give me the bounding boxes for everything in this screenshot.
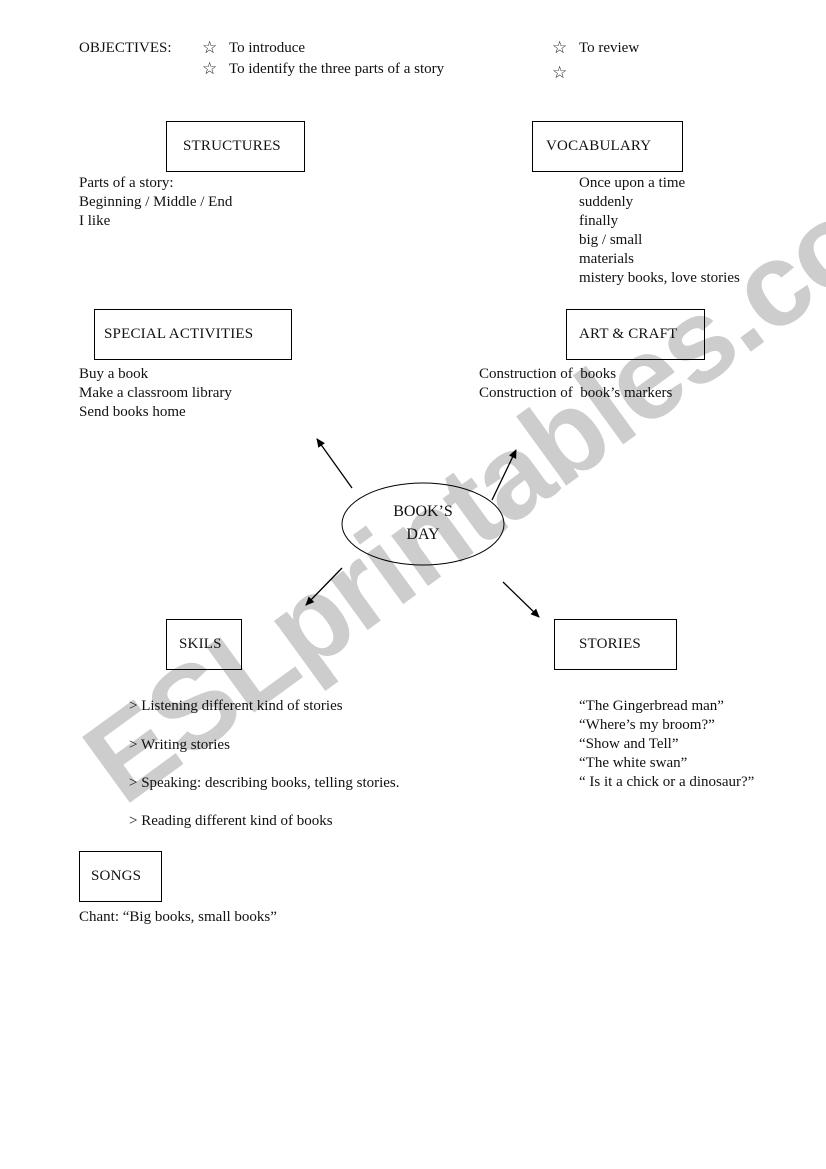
stories-line: “Show and Tell” bbox=[579, 736, 679, 752]
stories-line: “The white swan” bbox=[579, 755, 688, 771]
vocabulary-line: mistery books, love stories bbox=[579, 270, 740, 286]
special-activities-box: SPECIAL ACTIVITIES bbox=[94, 309, 292, 360]
objective-item: To review bbox=[579, 40, 640, 56]
structures-line: Beginning / Middle / End bbox=[79, 194, 233, 210]
songs-box: SONGS bbox=[79, 851, 162, 902]
art-craft-box: ART & CRAFT bbox=[566, 309, 705, 360]
art-craft-line: Construction of book’s markers bbox=[479, 385, 673, 401]
star-outline-icon: ☆ bbox=[202, 59, 218, 79]
stories-line: “The Gingerbread man” bbox=[579, 698, 724, 714]
special-activities-line: Send books home bbox=[79, 404, 186, 420]
skils-line: > Speaking: describing books, telling st… bbox=[129, 775, 400, 791]
star-outline-icon: ☆ bbox=[552, 63, 568, 83]
star-outline-icon: ☆ bbox=[552, 38, 568, 58]
center-topic: BOOK’S DAY bbox=[342, 500, 504, 546]
vocabulary-list: Once upon a time suddenly finally big / … bbox=[579, 174, 740, 288]
art-craft-line: Construction of books bbox=[479, 366, 617, 382]
objective-item: To introduce bbox=[229, 40, 306, 56]
special-activities-line: Buy a book bbox=[79, 366, 149, 382]
stories-list: “The Gingerbread man” “Where’s my broom?… bbox=[579, 697, 754, 792]
songs-line: Chant: “Big books, small books” bbox=[79, 909, 277, 925]
structures-line: Parts of a story: bbox=[79, 175, 174, 191]
stories-box: STORIES bbox=[554, 619, 677, 670]
skils-line: > Reading different kind of books bbox=[129, 813, 333, 829]
vocabulary-line: materials bbox=[579, 251, 634, 267]
structures-box: STRUCTURES bbox=[166, 121, 305, 172]
structures-list: Parts of a story: Beginning / Middle / E… bbox=[79, 174, 232, 231]
skils-line: > Listening different kind of stories bbox=[129, 698, 343, 714]
arrow-down-left bbox=[305, 567, 343, 606]
center-topic-line1: BOOK’S bbox=[393, 503, 453, 520]
skils-title: SKILS bbox=[179, 636, 222, 652]
structures-title: STRUCTURES bbox=[183, 138, 281, 154]
objectives-label: OBJECTIVES: bbox=[79, 40, 172, 56]
arrow-up-right bbox=[491, 449, 517, 501]
stories-line: “ Is it a chick or a dinosaur?” bbox=[579, 774, 755, 790]
skils-box: SKILS bbox=[166, 619, 242, 670]
center-topic-line2: DAY bbox=[406, 526, 440, 543]
special-activities-list: Buy a book Make a classroom library Send… bbox=[79, 365, 232, 422]
center-ellipse bbox=[341, 482, 505, 566]
arrow-down-right bbox=[502, 581, 540, 618]
vocabulary-line: Once upon a time bbox=[579, 175, 686, 191]
special-activities-title: SPECIAL ACTIVITIES bbox=[104, 326, 254, 342]
special-activities-line: Make a classroom library bbox=[79, 385, 232, 401]
art-craft-list: Construction of books Construction of bo… bbox=[479, 365, 672, 403]
star-outline-icon: ☆ bbox=[202, 38, 218, 58]
vocabulary-line: suddenly bbox=[579, 194, 634, 210]
stories-line: “Where’s my broom?” bbox=[579, 717, 715, 733]
stories-title: STORIES bbox=[579, 636, 641, 652]
structures-line: I like bbox=[79, 213, 111, 229]
arrow-up-left bbox=[316, 438, 353, 489]
objective-item: To identify the three parts of a story bbox=[229, 61, 445, 77]
art-craft-title: ART & CRAFT bbox=[579, 326, 678, 342]
songs-title: SONGS bbox=[91, 868, 142, 884]
vocabulary-box: VOCABULARY bbox=[532, 121, 683, 172]
vocabulary-line: finally bbox=[579, 213, 619, 229]
skils-line: > Writing stories bbox=[129, 737, 230, 753]
vocabulary-line: big / small bbox=[579, 232, 643, 248]
vocabulary-title: VOCABULARY bbox=[546, 138, 652, 154]
